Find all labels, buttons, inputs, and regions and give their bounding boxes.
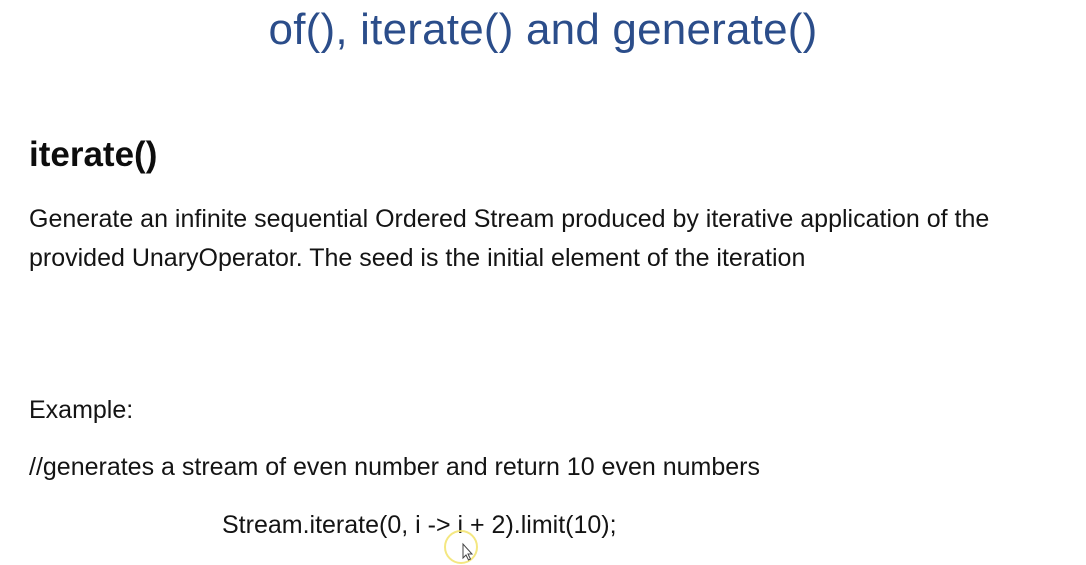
mouse-pointer-icon — [444, 530, 478, 564]
description-text: Generate an infinite sequential Ordered … — [29, 205, 990, 272]
code-comment: //generates a stream of even number and … — [29, 453, 760, 481]
section-heading: iterate() — [29, 135, 158, 174]
slide-title: of(), iterate() and generate() — [268, 5, 818, 54]
example-label: Example: — [29, 396, 134, 424]
code-example: Stream.iterate(0, i -> i + 2).limit(10); — [222, 511, 617, 539]
